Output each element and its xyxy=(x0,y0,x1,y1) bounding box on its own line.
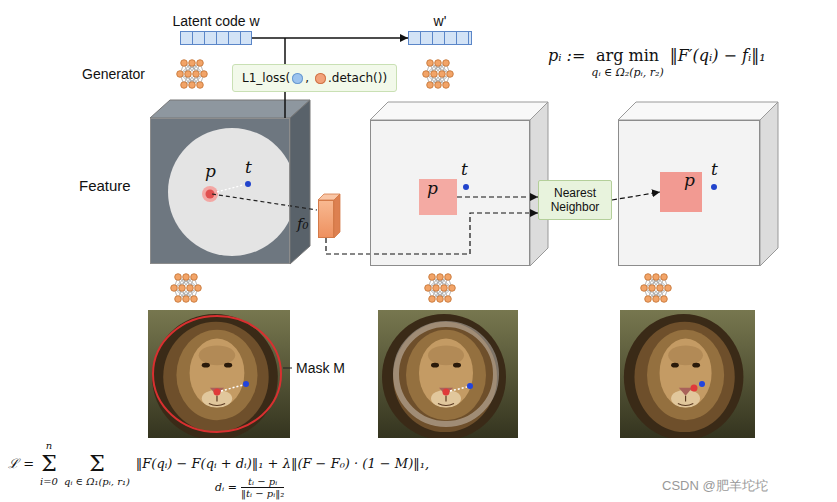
formula-text: ‖F′(qᵢ) − fᵢ‖₁ xyxy=(670,46,766,66)
watermark: CSDN @肥羊坨坨 xyxy=(662,478,768,494)
feature-cube xyxy=(370,102,548,266)
formula-text: dᵢ = xyxy=(215,482,237,494)
generator-icon xyxy=(425,274,456,303)
component-label: Generator xyxy=(82,66,145,82)
formula-part: ℒ = xyxy=(8,456,34,472)
target-point xyxy=(243,381,249,387)
generator-icon xyxy=(177,60,208,89)
cube-front xyxy=(618,120,760,266)
cube-side xyxy=(760,102,778,266)
cube-front xyxy=(370,120,530,266)
search-patch: p xyxy=(660,172,702,212)
target-point xyxy=(245,181,251,187)
formula-subscript: qᵢ ∈ Ω₂(pᵢ, r₂) xyxy=(591,66,663,79)
process-box: Nearest Neighbor xyxy=(538,180,612,220)
connector xyxy=(284,92,286,118)
connector xyxy=(252,37,408,39)
vector-label: Latent code w xyxy=(172,13,259,29)
search-region xyxy=(168,128,290,256)
latent-vector: w' xyxy=(408,31,472,45)
node-text: , xyxy=(305,71,309,85)
cube-side xyxy=(290,100,310,264)
lion-image xyxy=(620,310,755,440)
target-point xyxy=(699,381,705,387)
formula-part: dᵢ = xyxy=(215,482,237,494)
cube-top xyxy=(150,100,310,118)
motion-arrow xyxy=(217,185,243,192)
feature-leader xyxy=(212,194,317,210)
handle-point xyxy=(443,389,450,396)
color-dot xyxy=(292,73,303,84)
feature-cube xyxy=(150,100,310,264)
cube-top xyxy=(618,102,778,120)
connector xyxy=(326,213,538,254)
node-text: Nearest Neighbor xyxy=(542,186,608,214)
generator-icon xyxy=(641,274,672,303)
mask-outline xyxy=(153,316,281,432)
formula-part: nΣi=0 xyxy=(40,440,58,488)
callout-label: Mask M xyxy=(296,360,345,376)
point-label: p xyxy=(427,180,438,197)
feature-map: tp xyxy=(618,120,760,266)
point-label: p xyxy=(684,172,695,189)
formula: ℒ = nΣi=0 Σqᵢ ∈ Ω₁(pᵢ, r₁) ‖F(qᵢ) − F(qᵢ… xyxy=(8,440,429,488)
feature-map: tp xyxy=(370,120,530,266)
formula-operator: arg min xyxy=(596,46,659,66)
formula: pᵢ := arg minqᵢ ∈ Ω₂(pᵢ, r₂) ‖F′(qᵢ) − f… xyxy=(548,46,766,79)
target-point xyxy=(463,184,469,190)
formula-part: ‖F(qᵢ) − F(qᵢ + dᵢ)‖₁ + λ‖(F − F₀) · (1 … xyxy=(136,456,429,472)
formula-text: pᵢ := xyxy=(548,46,585,66)
formula-part: pᵢ := xyxy=(548,46,585,66)
bar-side xyxy=(334,194,340,238)
cube-top xyxy=(370,102,548,120)
formula-limit: i=0 xyxy=(40,476,58,488)
formula-operator: Σ xyxy=(89,452,105,476)
generator-icon xyxy=(171,274,202,303)
point-label: t xyxy=(245,159,252,176)
formula-text: ℒ = xyxy=(8,456,34,472)
formula-part: arg minqᵢ ∈ Ω₂(pᵢ, r₂) xyxy=(591,46,663,79)
motion-arrow xyxy=(221,385,243,391)
vector-label: w' xyxy=(434,13,447,29)
formula-part: tᵢ − pᵢ‖tᵢ − pᵢ‖₂ xyxy=(241,476,284,499)
point-label: p xyxy=(205,163,216,180)
connector xyxy=(612,192,660,200)
handle-point xyxy=(691,385,698,392)
lion-image xyxy=(148,310,290,440)
formula-denominator: ‖tᵢ − pᵢ‖₂ xyxy=(241,487,284,499)
search-patch: p xyxy=(419,179,457,215)
feature-vector: f₀ xyxy=(318,200,334,238)
handle-point xyxy=(214,389,221,396)
latent-vector: Latent code w xyxy=(180,31,252,45)
vignette xyxy=(396,324,496,424)
feature-cube xyxy=(618,102,778,266)
formula-operator: Σ xyxy=(41,452,57,476)
vector-label: f₀ xyxy=(297,217,309,232)
mask-leader xyxy=(283,368,292,369)
formula-part: ‖F′(qᵢ) − fᵢ‖₁ xyxy=(670,46,766,66)
node-text: .detach()) xyxy=(328,71,387,85)
connector xyxy=(457,196,538,197)
node-text: L1_loss( xyxy=(242,71,290,85)
generator-icon xyxy=(423,60,454,89)
loss-box: L1_loss(, .detach()) xyxy=(232,64,397,92)
motion-arrow xyxy=(450,387,467,391)
feature-label: Feature xyxy=(79,177,131,195)
point-label: t xyxy=(461,161,468,178)
color-dot xyxy=(315,73,326,84)
formula-part: Σqᵢ ∈ Ω₁(pᵢ, r₁) xyxy=(64,440,130,488)
formula-text: ‖F(qᵢ) − F(qᵢ + dᵢ)‖₁ + λ‖(F − F₀) · (1 … xyxy=(136,456,429,472)
lion-image xyxy=(378,310,518,440)
point-label: t xyxy=(711,161,718,178)
formula: dᵢ = tᵢ − pᵢ‖tᵢ − pᵢ‖₂ xyxy=(215,476,284,499)
feature-map: Featurept xyxy=(150,118,290,264)
formula-limit: n xyxy=(46,440,52,452)
formula-numerator: tᵢ − pᵢ xyxy=(248,476,277,487)
formula-limit: qᵢ ∈ Ω₁(pᵢ, r₁) xyxy=(64,476,130,488)
target-point xyxy=(467,383,473,389)
target-point xyxy=(711,184,717,190)
